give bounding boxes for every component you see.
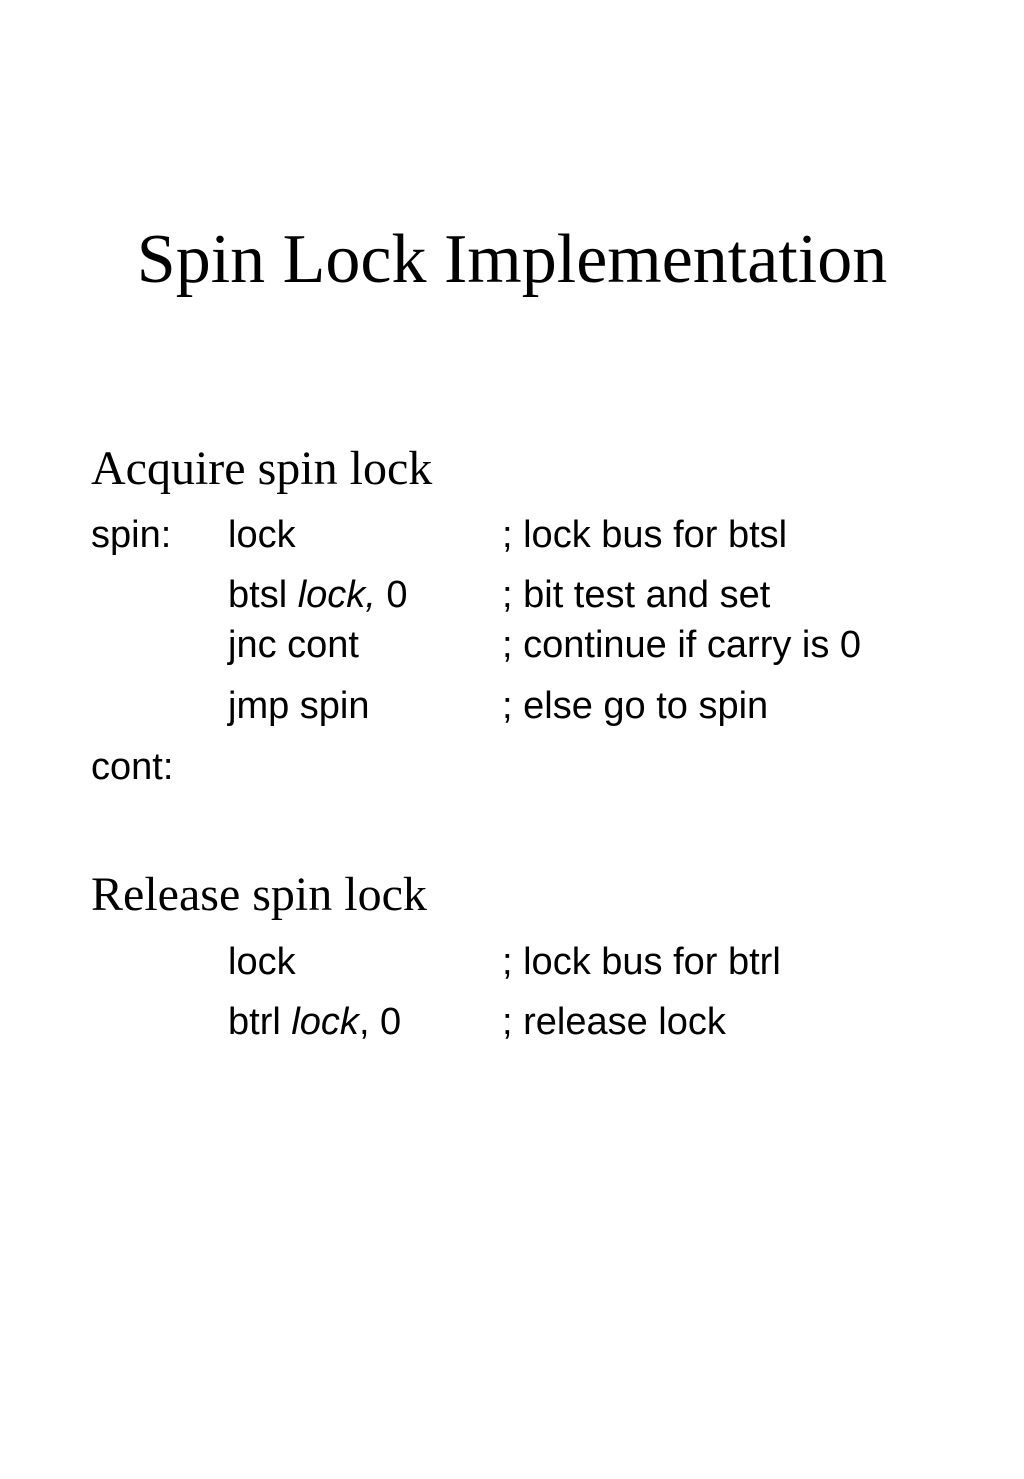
release-comment-btrl: ; release lock — [502, 1001, 726, 1043]
acquire-instr-lock: lock — [228, 514, 296, 556]
release-instr-lock: lock — [228, 941, 296, 983]
label-spin: spin: — [91, 514, 172, 556]
acquire-instr-jmp: jmp spin — [228, 685, 370, 727]
release-instr-btrl: btrl lock, 0 — [228, 1000, 401, 1044]
acquire-comment-btsl: ; bit test and set — [502, 574, 771, 616]
acquire-heading: Acquire spin lock — [91, 442, 433, 495]
release-comment-lock: ; lock bus for btrl — [502, 941, 781, 983]
page-title: Spin Lock Implementation — [136, 221, 888, 298]
operand-bit: , 0 — [358, 1001, 402, 1043]
operand-lock: lock — [291, 1001, 359, 1043]
opcode: btrl — [228, 1001, 292, 1043]
acquire-comment-jnc: ; continue if carry is 0 — [502, 624, 862, 666]
acquire-instr-btsl: btsl lock, 0 — [228, 573, 408, 617]
operand-lock: lock, — [297, 574, 376, 616]
release-heading: Release spin lock — [91, 868, 427, 921]
acquire-comment-lock: ; lock bus for btsl — [502, 514, 788, 556]
operand-bit: 0 — [375, 574, 408, 616]
acquire-instr-jnc: jnc cont — [228, 624, 359, 666]
opcode: btsl — [228, 574, 298, 616]
label-cont: cont: — [91, 746, 174, 788]
acquire-comment-jmp: ; else go to spin — [502, 685, 769, 727]
